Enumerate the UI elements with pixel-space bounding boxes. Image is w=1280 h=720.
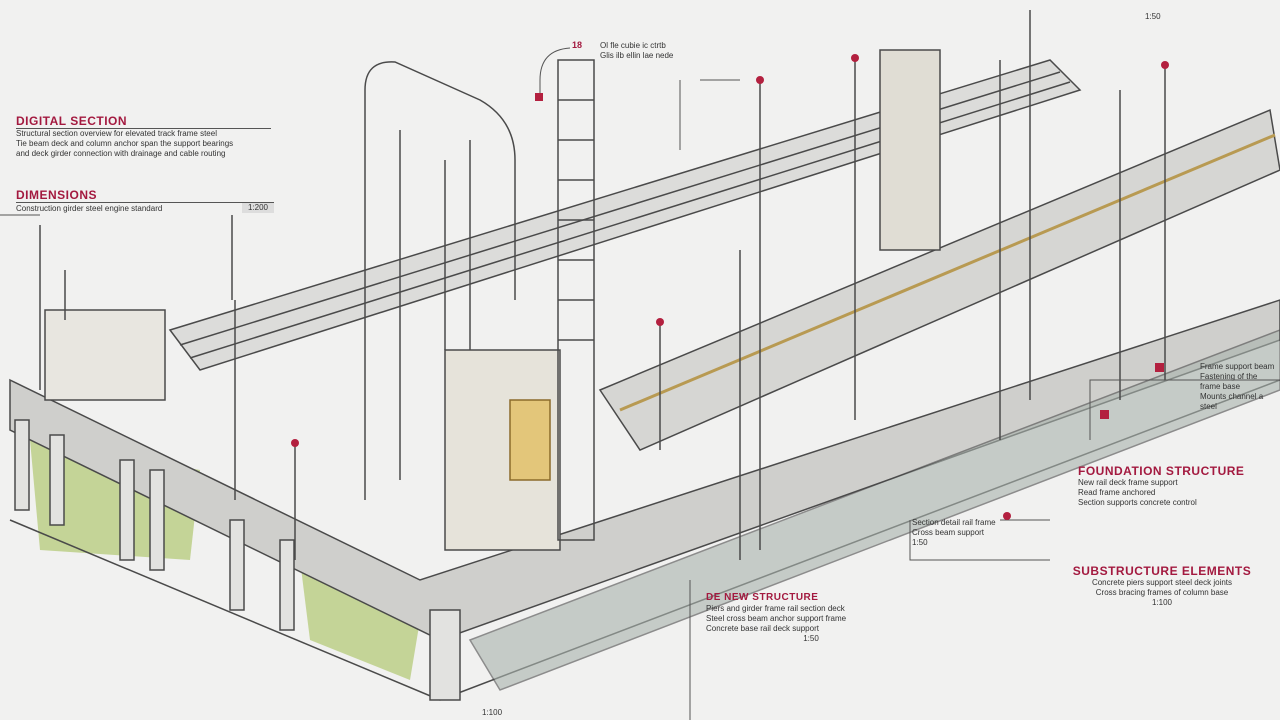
annotation-line: Ol fle cubie ic ctrtb <box>600 41 666 50</box>
annotation-heading: DIGITAL SECTION <box>16 115 271 129</box>
annotation-line: Section detail rail frame <box>912 518 996 527</box>
annotation-line: Concrete piers support steel deck joints <box>1091 578 1233 587</box>
piers <box>14 419 461 701</box>
annotation-line: Concrete base rail deck support <box>706 624 819 633</box>
annotation-line: Construction girder steel engine standar… <box>16 204 163 213</box>
annotation-top-center: 18 Ol fle cubie ic ctrtb Glis ilb ellin … <box>572 40 673 61</box>
annotation-bottom-center: DE NEW STRUCTURE Piers and girder frame … <box>706 592 916 644</box>
annotation-right-top: Frame support beam Fastening of the fram… <box>1200 362 1280 412</box>
right-tower <box>879 49 941 251</box>
annotation-line: New rail deck frame support <box>1078 478 1178 487</box>
annotation-line: 1:50 <box>912 538 928 547</box>
scale-tag: 1:100 <box>482 708 503 717</box>
annotation-line: Cross beam support <box>912 528 985 537</box>
left-station <box>44 309 166 401</box>
annotation-line: 1:50 <box>803 634 819 643</box>
vegetation <box>300 560 420 680</box>
annotation-line: Section supports concrete control <box>1078 498 1197 507</box>
annotation-dimensions: DIMENSIONS Construction girder steel eng… <box>16 189 274 214</box>
annotation-heading: DE NEW STRUCTURE <box>706 592 819 603</box>
annotation-line: Glis ilb ellin lae nede <box>600 51 674 60</box>
annotation-heading: DIMENSIONS <box>16 189 274 203</box>
water-channel <box>468 329 1280 691</box>
annotation-line: Read frame anchored <box>1078 488 1156 497</box>
scale-value: 1:200 <box>241 203 274 213</box>
annotation-line: Piers and girder frame rail section deck <box>706 604 845 613</box>
annotation-heading: FOUNDATION STRUCTURE <box>1078 464 1245 478</box>
annotation-line: Frame support beam <box>1200 362 1275 371</box>
upper-track-deck <box>168 59 1082 371</box>
annotation-line: Fastening of the frame base <box>1200 372 1258 391</box>
annotation-top-left: DIGITAL SECTION Structural section overv… <box>16 115 271 159</box>
annotation-line: Tie beam deck and column anchor span the… <box>16 139 234 148</box>
gantry-frame <box>364 61 516 500</box>
annotation-line: Cross bracing frames of column base <box>1095 588 1229 597</box>
callout-markers <box>291 54 1169 520</box>
annotation-line: 1:100 <box>1151 598 1173 607</box>
annotation-substructure: SUBSTRUCTURE ELEMENTS Concrete piers sup… <box>1062 564 1262 608</box>
middle-track-deck <box>598 108 1280 451</box>
annotation-heading: SUBSTRUCTURE ELEMENTS <box>1072 564 1252 578</box>
annotation-line: and deck girder connection with drainage… <box>16 149 226 158</box>
annotation-line: Mounts channel a steel <box>1200 392 1264 411</box>
annotation-foundation: FOUNDATION STRUCTURE New rail deck frame… <box>1078 464 1248 508</box>
scale-tag: 1:50 <box>1145 12 1161 21</box>
annotation-line: Steel cross beam anchor support frame <box>706 614 847 623</box>
marker-number: 18 <box>572 40 583 50</box>
lower-viaduct <box>9 299 1280 641</box>
annotation-line: Structural section overview for elevated… <box>16 129 217 138</box>
annotation-center-note: Section detail rail frame Cross beam sup… <box>912 518 1052 548</box>
